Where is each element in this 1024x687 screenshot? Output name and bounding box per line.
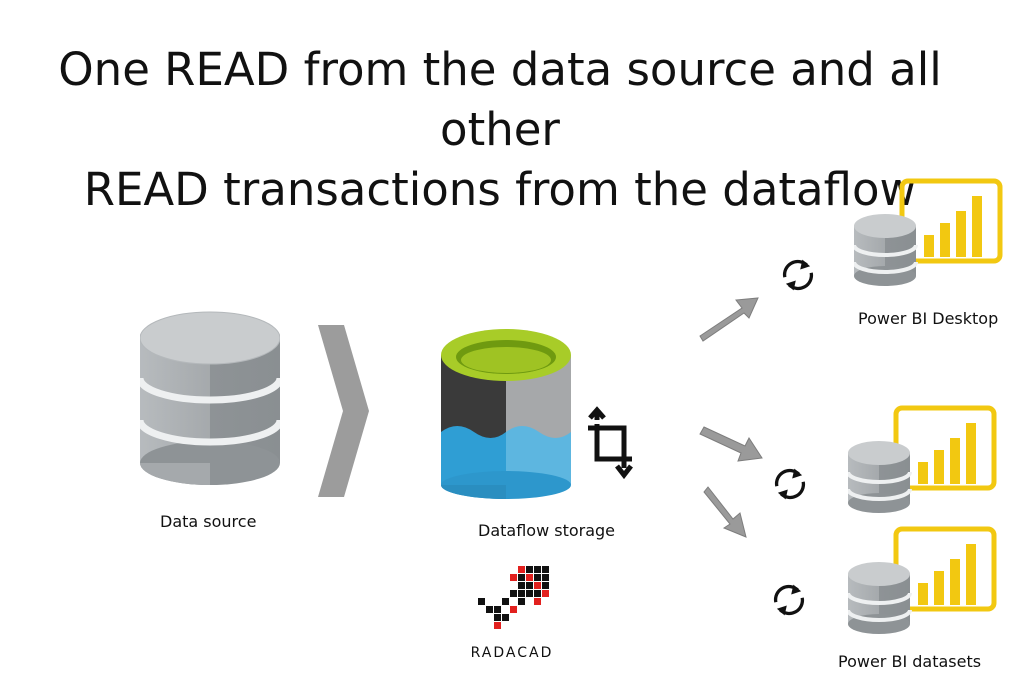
arrow-to-dataset-1-icon — [699, 426, 763, 462]
power-bi-datasets-label: Power BI datasets — [838, 652, 982, 671]
logo-pixel — [518, 590, 525, 597]
logo-pixel — [510, 590, 517, 597]
power-bi-dataset-icon — [848, 408, 994, 515]
refresh-icon — [782, 257, 814, 293]
logo-pixel — [518, 566, 525, 573]
logo-pixel — [478, 598, 485, 605]
refresh-icon — [773, 582, 805, 618]
data-source-label: Data source — [160, 512, 257, 531]
logo-pixel — [534, 598, 541, 605]
logo-pixel — [502, 598, 509, 605]
logo-pixel — [526, 582, 533, 589]
logo-pixel — [494, 622, 501, 629]
logo-pixel — [510, 574, 517, 581]
power-bi-dataset-icon — [848, 529, 994, 636]
logo-pixel — [534, 574, 541, 581]
arrow-to-desktop-icon — [699, 297, 759, 342]
logo-pixel — [494, 614, 501, 621]
logo-pixel — [486, 606, 493, 613]
logo-pixel — [526, 574, 533, 581]
logo-pixel — [494, 606, 501, 613]
power-bi-desktop-label: Power BI Desktop — [858, 309, 999, 328]
logo-pixel — [502, 614, 509, 621]
refresh-icon — [774, 466, 806, 502]
logo-pixel — [542, 574, 549, 581]
dataflow-cylinder-icon — [441, 329, 571, 499]
radacad-logo-text: RADACAD — [471, 645, 554, 661]
power-bi-desktop-icon — [854, 181, 1000, 288]
logo-pixel — [526, 566, 533, 573]
title-line-2: READ transactions from the dataflow — [83, 163, 917, 216]
logo-pixel — [542, 590, 549, 597]
logo-pixel — [542, 566, 549, 573]
logo-pixel — [534, 590, 541, 597]
logo-pixel — [542, 582, 549, 589]
title-line-1: One READ from the data source and all ot… — [58, 43, 942, 156]
data-source-database-icon — [140, 312, 280, 485]
crop-rotate-icon — [588, 406, 633, 480]
logo-pixel — [534, 582, 541, 589]
logo-pixel — [526, 590, 533, 597]
logo-pixel — [518, 582, 525, 589]
logo-pixel — [510, 606, 517, 613]
arrow-to-dataset-2-icon — [703, 486, 747, 538]
logo-pixel — [518, 574, 525, 581]
radacad-logo-icon — [478, 566, 549, 629]
dataflow-storage-label: Dataflow storage — [478, 521, 616, 540]
logo-pixel — [534, 566, 541, 573]
logo-pixel — [518, 598, 525, 605]
page-title: One READ from the data source and all ot… — [0, 40, 1000, 220]
chevron-right-icon — [318, 325, 369, 497]
